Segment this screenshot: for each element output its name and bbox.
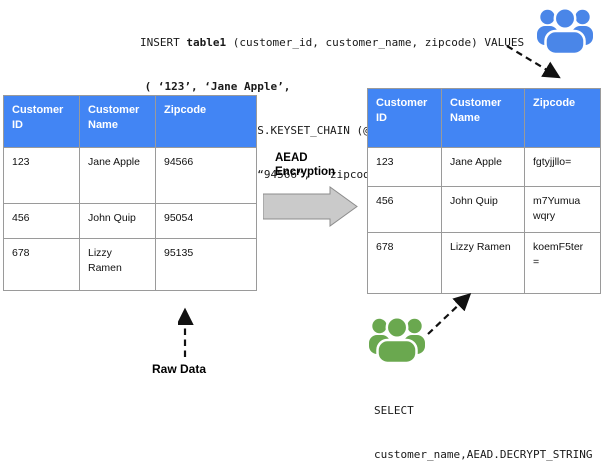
select-line-2: customer_name,AEAD.DECRYPT_STRING <box>374 447 593 461</box>
header-customer-id: Customer ID <box>3 95 80 148</box>
aead-label-line1: AEAD <box>275 152 308 164</box>
raw-data-arrow <box>178 307 194 357</box>
cell-zipcode: 94566 <box>155 147 257 204</box>
encrypted-data-table: Customer ID Customer Name Zipcode 123 Ja… <box>367 88 601 294</box>
table-row: 456 John Quip 95054 <box>3 203 257 239</box>
insert-line-1: INSERT table1 (customer_id, customer_nam… <box>138 36 524 51</box>
table-header-row: Customer ID Customer Name Zipcode <box>367 88 601 148</box>
cell-zipcode-encrypted: fgtyjjllo= <box>524 147 601 187</box>
users-group-blue-icon <box>537 7 593 54</box>
insert-columns: (customer_id, customer_name, zipcode) VA… <box>226 36 525 50</box>
select-line-1: SELECT <box>374 404 414 418</box>
cell-customer-id: 123 <box>3 147 80 204</box>
header-zipcode: Zipcode <box>155 95 257 148</box>
cell-zipcode: 95135 <box>155 238 257 291</box>
table-row: 123 Jane Apple fgtyjjllo= <box>367 147 601 187</box>
header-customer-id: Customer ID <box>367 88 442 148</box>
header-customer-name: Customer Name <box>79 95 156 148</box>
insert-to-table-arrow <box>506 45 561 79</box>
table-row: 456 John Quip m7Yumuawqry <box>367 186 601 233</box>
cell-zipcode: 95054 <box>155 203 257 239</box>
insert-line-2: ( ‘123’, ‘Jane Apple’, <box>138 79 291 93</box>
table-row: 678 Lizzy Ramen koemF5ter= <box>367 232 601 294</box>
header-zipcode: Zipcode <box>524 88 601 148</box>
cell-customer-name: Jane Apple <box>79 147 156 204</box>
select-query-code: SELECT customer_name,AEAD.DECRYPT_STRING… <box>374 375 593 469</box>
aead-label-line2: Encryption <box>275 166 336 178</box>
cell-customer-id: 456 <box>3 203 80 239</box>
cell-customer-name: Lizzy Ramen <box>441 232 525 294</box>
cell-customer-id: 123 <box>367 147 442 187</box>
table-row: 123 Jane Apple 94566 <box>3 147 257 204</box>
cell-customer-name: Lizzy Ramen <box>79 238 156 291</box>
raw-data-table: Customer ID Customer Name Zipcode 123 Ja… <box>3 95 257 291</box>
table-row: 678 Lizzy Ramen 95135 <box>3 238 257 291</box>
cell-customer-id: 678 <box>3 238 80 291</box>
cell-customer-id: 456 <box>367 186 442 233</box>
insert-table-name: table1 <box>186 36 227 50</box>
encryption-block-arrow <box>263 186 358 227</box>
cell-zipcode-encrypted: koemF5ter= <box>524 232 601 294</box>
cell-zipcode-encrypted: m7Yumuawqry <box>524 186 601 233</box>
raw-data-label: Raw Data <box>152 362 207 376</box>
aead-encryption-label: AEAD Encryption <box>275 151 335 179</box>
insert-keyword: INSERT <box>140 36 187 50</box>
select-to-table-arrow <box>427 292 472 335</box>
table-header-row: Customer ID Customer Name Zipcode <box>3 95 257 148</box>
header-customer-name: Customer Name <box>441 88 525 148</box>
cell-customer-name: Jane Apple <box>441 147 525 187</box>
cell-customer-name: John Quip <box>441 186 525 233</box>
cell-customer-name: John Quip <box>79 203 156 239</box>
cell-customer-id: 678 <box>367 232 442 294</box>
users-group-green-icon <box>369 316 425 364</box>
